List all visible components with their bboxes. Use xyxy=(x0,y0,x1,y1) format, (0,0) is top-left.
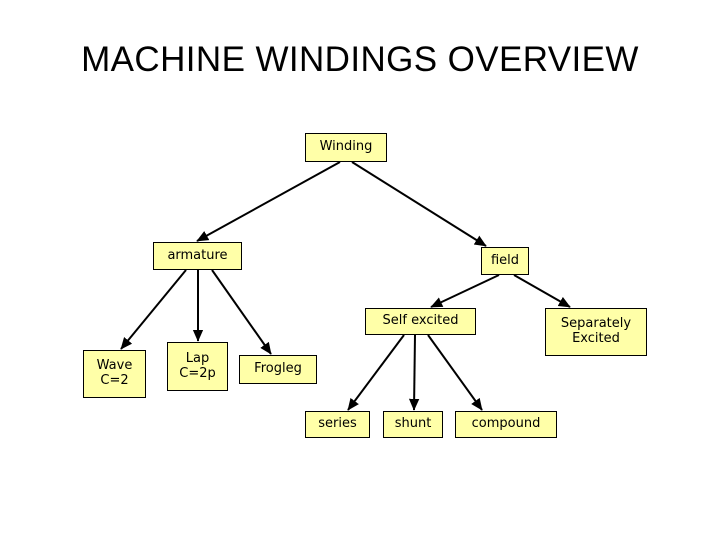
node-label-armature: armature xyxy=(167,247,228,263)
page-title: MACHINE WINDINGS OVERVIEW xyxy=(81,40,639,79)
node-label-lap: Lap xyxy=(185,350,210,366)
node-self[interactable]: Self excited xyxy=(365,308,476,335)
connector-winding-armature xyxy=(196,161,341,242)
node-sublabel-sep: Excited xyxy=(572,331,620,346)
connector-armature-wave xyxy=(120,269,187,350)
connector-field-sep xyxy=(513,274,571,308)
node-label-wave: Wave xyxy=(96,358,133,374)
node-series[interactable]: series xyxy=(305,411,370,438)
connector-self-compound xyxy=(427,334,483,411)
node-label-field: field xyxy=(490,252,520,268)
node-winding[interactable]: Winding xyxy=(305,133,387,162)
node-compound[interactable]: compound xyxy=(455,411,557,438)
node-frogleg[interactable]: Frogleg xyxy=(239,355,317,384)
node-sublabel-lap: C=2p xyxy=(179,365,216,381)
node-armature[interactable]: armature xyxy=(153,242,242,270)
node-label-shunt: shunt xyxy=(394,416,432,432)
node-sublabel-wave: C=2 xyxy=(100,373,129,388)
connector-winding-field xyxy=(351,161,487,247)
node-label-self: Self excited xyxy=(382,313,459,329)
node-label-series: series xyxy=(318,416,357,432)
connector-self-shunt xyxy=(408,334,420,411)
node-field[interactable]: field xyxy=(481,247,529,275)
connector-self-series xyxy=(347,334,405,411)
node-label-frogleg: Frogleg xyxy=(254,361,302,377)
node-label-sep: Separately xyxy=(560,316,632,332)
node-label-winding: Winding xyxy=(319,139,373,155)
node-label-compound: compound xyxy=(471,416,541,432)
connector-armature-frogleg xyxy=(211,269,272,355)
node-shunt[interactable]: shunt xyxy=(383,411,443,438)
connector-field-self xyxy=(430,274,500,308)
